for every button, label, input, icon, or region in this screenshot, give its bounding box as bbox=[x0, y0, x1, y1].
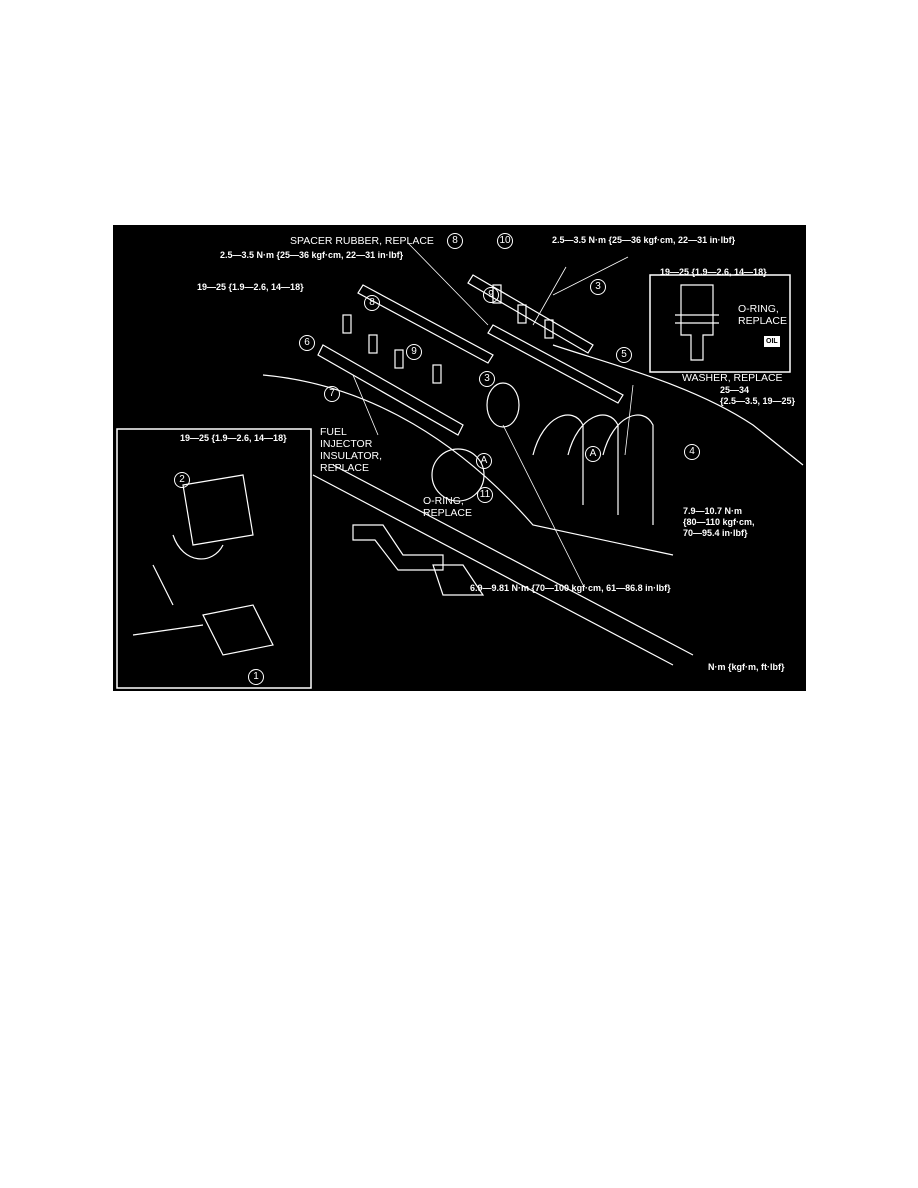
callout-4: 4 bbox=[684, 444, 700, 460]
hose-2 bbox=[432, 564, 485, 596]
delivery-pipe bbox=[487, 324, 624, 404]
inset-torque-label: 19—25 {1.9—2.6, 14—18} bbox=[180, 433, 287, 443]
inset-box bbox=[116, 428, 312, 689]
fuel-rail-upper-left bbox=[357, 284, 494, 364]
callout-A: A bbox=[476, 453, 492, 469]
callout-1: 1 bbox=[248, 669, 264, 685]
callout-3: 3 bbox=[590, 279, 606, 295]
torque-label: 19—25 {1.9—2.6, 14—18} bbox=[660, 267, 767, 277]
torque-label: 2.5—3.5 N·m {25—36 kgf·cm, 22—31 in·lbf} bbox=[220, 250, 404, 260]
engine-contour bbox=[262, 374, 674, 556]
manifold-edge bbox=[552, 344, 804, 466]
callout-2: 2 bbox=[174, 472, 190, 488]
pressure-regulator bbox=[486, 382, 520, 428]
spacer-rubber-label: SPACER RUBBER, REPLACE bbox=[290, 235, 434, 247]
torque-label: 7.9—10.7 N·m bbox=[683, 506, 743, 516]
leader-lines bbox=[352, 242, 634, 586]
torque-label: 6.9—9.81 N·m {70—100 kgf·cm, 61—86.8 in·… bbox=[470, 583, 671, 593]
fuel-rail-upper-right bbox=[467, 274, 594, 354]
callout-9: 9 bbox=[406, 344, 422, 360]
oring-label: O-RING, bbox=[423, 495, 464, 507]
hose-1 bbox=[352, 524, 444, 571]
callout-10: 10 bbox=[497, 233, 513, 249]
throttle-body bbox=[431, 448, 485, 502]
torque-label: 2.5—3.5 N·m {25—36 kgf·cm, 22—31 in·lbf} bbox=[552, 235, 736, 245]
torque-label: 70—95.4 in·lbf} bbox=[683, 528, 748, 538]
oring-detail-label: O-RING, REPLACE bbox=[738, 303, 788, 327]
callout-8: 8 bbox=[447, 233, 463, 249]
torque-label: 19—25 {1.9—2.6, 14—18} bbox=[197, 282, 304, 292]
oil-label: OIL bbox=[764, 336, 780, 347]
oring-label: REPLACE bbox=[423, 507, 473, 519]
inset-art bbox=[132, 474, 274, 656]
callout-5: 5 bbox=[616, 347, 632, 363]
injector-detail bbox=[675, 284, 719, 361]
callout-A: A bbox=[585, 446, 601, 462]
injector-detail-box bbox=[649, 274, 791, 373]
fuel-injector-insulator-label: FUEL bbox=[320, 426, 347, 438]
torque-label: {80—110 kgf·cm, bbox=[683, 517, 755, 527]
units-label: N·m {kgf·m, ft·lbf} bbox=[708, 662, 785, 672]
intake-runners bbox=[532, 414, 654, 525]
engine-line-art bbox=[116, 242, 804, 689]
callout-11: 11 bbox=[477, 487, 493, 503]
fuel-injector-insulator-label: INJECTOR bbox=[320, 438, 373, 450]
washer-torque: {2.5—3.5, 19—25} bbox=[720, 396, 796, 406]
callout-3: 3 bbox=[479, 371, 495, 387]
fuel-injector-insulator-label: REPLACE bbox=[320, 462, 370, 474]
fuel-injector-insulator-label: INSULATOR, bbox=[320, 450, 383, 462]
washer-torque: 25—34 bbox=[720, 385, 750, 395]
callout-7: 7 bbox=[324, 386, 340, 402]
diagram-panel: SPACER RUBBER, REPLACE 2.5—3.5 N·m {25—3… bbox=[113, 225, 806, 691]
callout-8: 8 bbox=[364, 295, 380, 311]
callout-6: 6 bbox=[299, 335, 315, 351]
callout-9: 9 bbox=[483, 287, 499, 303]
fuel-rail-left bbox=[317, 344, 464, 436]
engine-edge-lines bbox=[312, 464, 694, 666]
washer-label: WASHER, REPLACE bbox=[682, 372, 783, 384]
